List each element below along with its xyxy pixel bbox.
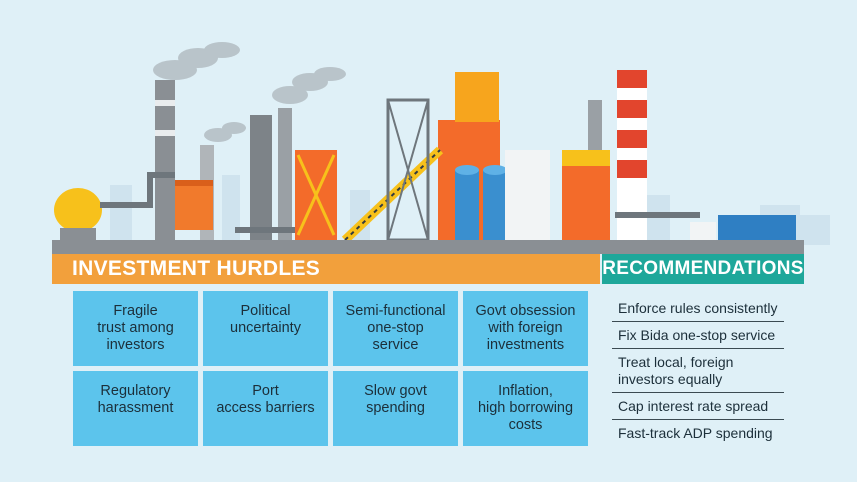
ground-icon (52, 240, 804, 254)
recommendations-heading: RECOMMENDATIONS (602, 254, 804, 284)
hurdle-card: Slow govt spending (333, 371, 458, 446)
hurdle-card: Port access barriers (203, 371, 328, 446)
pipe-icon (100, 172, 700, 233)
hurdle-card: Inflation, high borrowing costs (463, 371, 588, 446)
factory-illustration (52, 42, 830, 254)
office-building-icon (505, 150, 550, 240)
storage-tank-icon (54, 165, 507, 240)
smoke-icon (153, 42, 346, 142)
recommendation-item: Fix Bida one-stop service (612, 322, 784, 349)
hurdles-grid: Fragile trust among investors Political … (73, 291, 590, 446)
recommendations-list: Enforce rules consistently Fix Bida one-… (612, 295, 784, 446)
hurdle-card: Regulatory harassment (73, 371, 198, 446)
recommendation-item: Treat local, foreign investors equally (612, 349, 784, 393)
recommendation-item: Enforce rules consistently (612, 295, 784, 322)
smokestack-icon (155, 70, 647, 240)
recommendation-item: Cap interest rate spread (612, 393, 784, 420)
truck-icon (690, 215, 796, 249)
hurdle-card: Fragile trust among investors (73, 291, 198, 366)
hurdle-card: Govt obsession with foreign investments (463, 291, 588, 366)
hurdles-heading: INVESTMENT HURDLES (52, 254, 600, 284)
hurdle-card: Semi-functional one-stop service (333, 291, 458, 366)
hurdle-card: Political uncertainty (203, 291, 328, 366)
recommendation-item: Fast-track ADP spending (618, 425, 773, 441)
